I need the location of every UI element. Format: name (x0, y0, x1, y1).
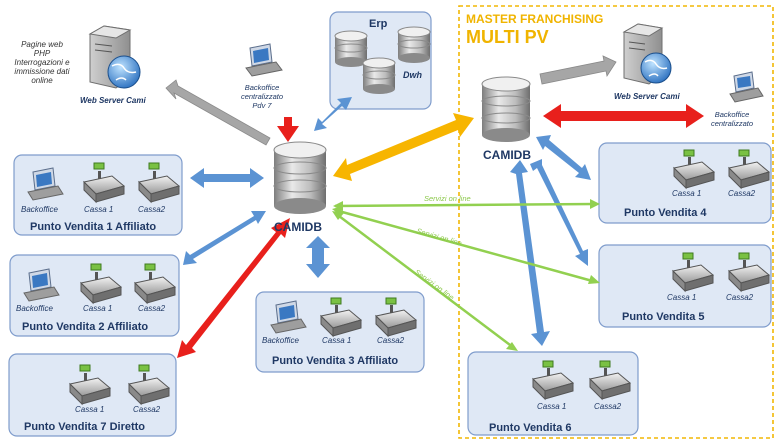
arrow-blue-pv2 (183, 211, 266, 265)
pv1-title: Punto Vendita 1 Affiliato (30, 221, 156, 233)
pv7-cassa1-icon (68, 364, 112, 406)
pv6-cassa1-icon (531, 360, 575, 401)
pv3-cassa1-label: Cassa 1 (322, 336, 351, 345)
pv5-cassa2-label: Cassa2 (726, 293, 754, 302)
master-title-line2: MULTI PV (466, 27, 549, 47)
pv7-cassa2-label: Cassa2 (133, 405, 161, 414)
pv7-cassa1-label: Cassa 1 (75, 405, 104, 414)
web-note-line4: immissione dati (14, 67, 69, 76)
pv3-backoffice-label: Backoffice (262, 336, 299, 345)
camidb-right-label: CAMIDB (483, 148, 531, 162)
pv5-cassa1-label: Cassa 1 (667, 293, 696, 302)
web-note-text: Pagine web PHP Interrogazioni e immissio… (14, 40, 70, 85)
pv6-cassa2-label: Cassa2 (594, 402, 622, 411)
pv1-backoffice-label: Backoffice (21, 205, 58, 214)
pv4-cassa1-label: Cassa 1 (672, 189, 701, 198)
backoffice-central-right-line2: centralizzato (711, 119, 753, 128)
arrow-blue-pv5 (530, 159, 588, 266)
web-server-left-label: Web Server Cami (80, 96, 146, 105)
pv2-backoffice-label: Backoffice (16, 304, 53, 313)
master-franchising-region (458, 5, 774, 439)
pv7-cassa2-icon (127, 364, 171, 406)
arrow-gray-left (165, 79, 271, 146)
backoffice-central-right-line1: Backoffice (715, 110, 750, 119)
arrow-blue-pv3 (306, 236, 330, 278)
pv3-cassa2-label: Cassa2 (377, 336, 405, 345)
pv4-cassa2-icon (727, 149, 771, 190)
arrow-blue-pv6 (510, 160, 550, 346)
services-label-2: Servizi on line (415, 226, 462, 248)
backoffice-central-right-icon (729, 71, 764, 103)
backoffice-central-left-icon (245, 43, 283, 77)
pv4-cassa2-label: Cassa2 (728, 189, 756, 198)
pv1-cassa2-label: Cassa2 (138, 205, 166, 214)
arrow-red-pv7 (177, 218, 290, 358)
pv2-cassa1-label: Cassa 1 (83, 304, 112, 313)
pv3-cassa1-icon (319, 297, 363, 338)
arrow-blue-erp (314, 97, 352, 131)
pv1-cassa1-icon (82, 162, 126, 204)
pv4-title: Punto Vendita 4 (624, 207, 707, 219)
pv3-backoffice-icon (270, 300, 307, 334)
pv1-backoffice-icon (27, 167, 64, 201)
backoffice-central-left-line2: centralizzato (241, 92, 283, 101)
services-arrows (332, 199, 600, 351)
arrow-gray-right (539, 55, 617, 85)
arrow-red-backoffice (277, 117, 299, 142)
pv2-cassa2-label: Cassa2 (138, 304, 166, 313)
dwh-label: Dwh (403, 70, 423, 80)
arrow-orange-link (333, 113, 474, 181)
pv5-cassa1-icon (671, 252, 715, 293)
pv6-title: Punto Vendita 6 (489, 422, 572, 434)
pv3-cassa2-icon (374, 297, 418, 338)
camidb-right-icon (481, 76, 531, 142)
web-note-line2: PHP (34, 49, 51, 58)
arrow-red-right (543, 104, 704, 128)
web-note-line5: online (31, 76, 53, 85)
pv3-title: Punto Vendita 3 Affiliato (272, 355, 398, 367)
erp-database-icon-2 (397, 26, 431, 63)
pv1-cassa1-label: Cassa 1 (84, 205, 113, 214)
camidb-center-label: CAMIDB (274, 220, 322, 234)
web-server-left-icon (88, 25, 141, 89)
arrow-blue-pv1 (190, 168, 264, 188)
dwh-database-icon (362, 57, 396, 94)
pv2-cassa1-icon (79, 263, 123, 305)
web-note-line3: Interrogazioni e (14, 58, 70, 67)
pv2-cassa2-icon (133, 263, 177, 305)
pv7-title: Punto Vendita 7 Diretto (24, 421, 145, 433)
web-server-right-icon (622, 23, 672, 85)
pv6-cassa1-label: Cassa 1 (537, 402, 566, 411)
web-note-line1: Pagine web (21, 40, 63, 49)
pv2-title: Punto Vendita 2 Affiliato (22, 321, 148, 333)
services-label-1: Servizi on line (424, 194, 471, 203)
camidb-center-icon (273, 141, 327, 214)
web-server-right-label: Web Server Cami (614, 92, 680, 101)
pv4-cassa1-icon (672, 149, 716, 190)
pv5-title: Punto Vendita 5 (622, 311, 705, 323)
backoffice-central-left-line3: Pdv 7 (252, 101, 272, 110)
pv1-cassa2-icon (137, 162, 181, 204)
pv6-cassa2-icon (588, 360, 632, 401)
erp-database-icon-1 (334, 30, 368, 67)
master-title-line1: MASTER FRANCHISING (466, 12, 603, 26)
pv5-cassa2-icon (727, 252, 771, 293)
erp-title: Erp (369, 18, 388, 30)
backoffice-central-left-line1: Backoffice (245, 83, 280, 92)
pv2-backoffice-icon (23, 268, 60, 302)
arrow-blue-pv4 (536, 135, 591, 180)
